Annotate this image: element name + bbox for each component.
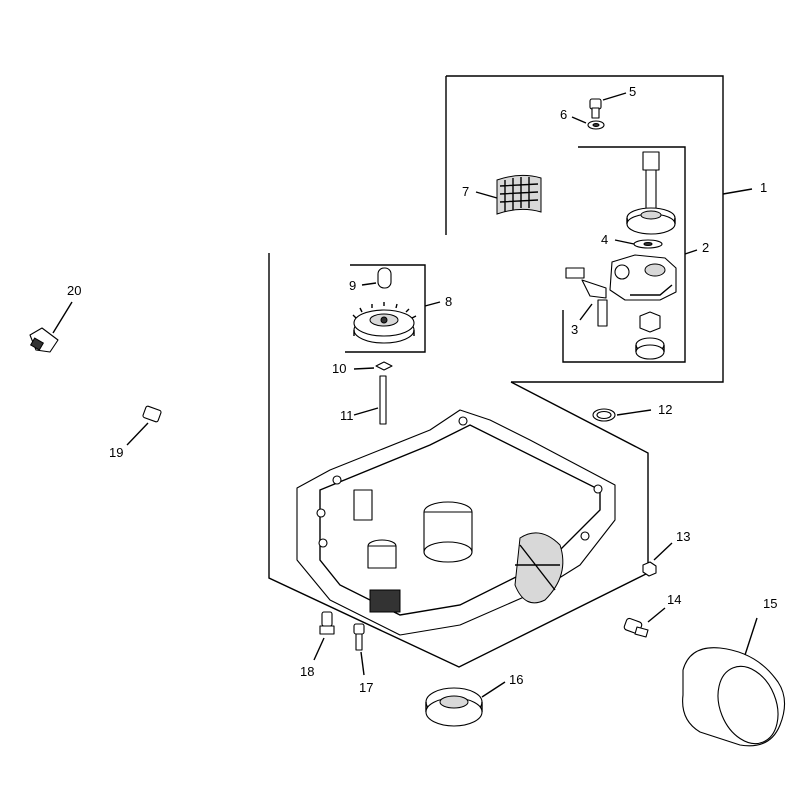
group-frame-2 <box>562 146 698 363</box>
callout-labels: 1 2 3 4 5 6 7 8 9 10 11 12 13 14 15 16 1… <box>67 84 777 695</box>
governor-shaft-part <box>353 375 387 425</box>
relief-valve-part <box>565 267 608 327</box>
group-frame-8 <box>345 264 441 353</box>
callout-15: 15 <box>763 596 777 611</box>
callout-16: 16 <box>509 672 523 687</box>
oil-screen-part <box>475 174 542 215</box>
callout-6: 6 <box>560 107 567 122</box>
pipe-plug-part <box>642 542 673 577</box>
washer-part <box>571 116 605 130</box>
oil-pan-frame <box>268 253 649 668</box>
oil-seal-part <box>425 681 506 727</box>
callout-12: 12 <box>658 402 672 417</box>
callout-4: 4 <box>601 232 608 247</box>
callout-18: 18 <box>300 664 314 679</box>
pump-washer-part <box>614 239 663 249</box>
callout-7: 7 <box>462 184 469 199</box>
oil-filter-part <box>682 617 786 747</box>
callout-8: 8 <box>445 294 452 309</box>
governor-gear-part <box>352 302 417 344</box>
callout-10: 10 <box>332 361 346 376</box>
callout-14: 14 <box>667 592 681 607</box>
callout-9: 9 <box>349 278 356 293</box>
oil-pump-assembly <box>609 151 677 360</box>
callout-20: 20 <box>67 283 81 298</box>
cam-pin-part <box>361 267 392 289</box>
callout-17: 17 <box>359 680 373 695</box>
group-frame-1 <box>445 75 753 383</box>
drain-plug-part <box>623 607 666 638</box>
oil-sensor-part <box>29 301 73 353</box>
o-ring-part <box>592 408 652 422</box>
callout-3: 3 <box>571 322 578 337</box>
callout-5: 5 <box>629 84 636 99</box>
callout-2: 2 <box>702 240 709 255</box>
retaining-clip-part <box>353 361 393 371</box>
bolt-part <box>589 92 627 119</box>
flange-bolt-18-part <box>313 611 335 661</box>
flange-bolt-17-part <box>353 623 365 676</box>
callout-11: 11 <box>340 408 354 423</box>
plug-19-part <box>126 405 162 446</box>
callout-19: 19 <box>109 445 123 460</box>
callout-1: 1 <box>760 180 767 195</box>
oil-pan-part <box>296 409 616 636</box>
callout-13: 13 <box>676 529 690 544</box>
